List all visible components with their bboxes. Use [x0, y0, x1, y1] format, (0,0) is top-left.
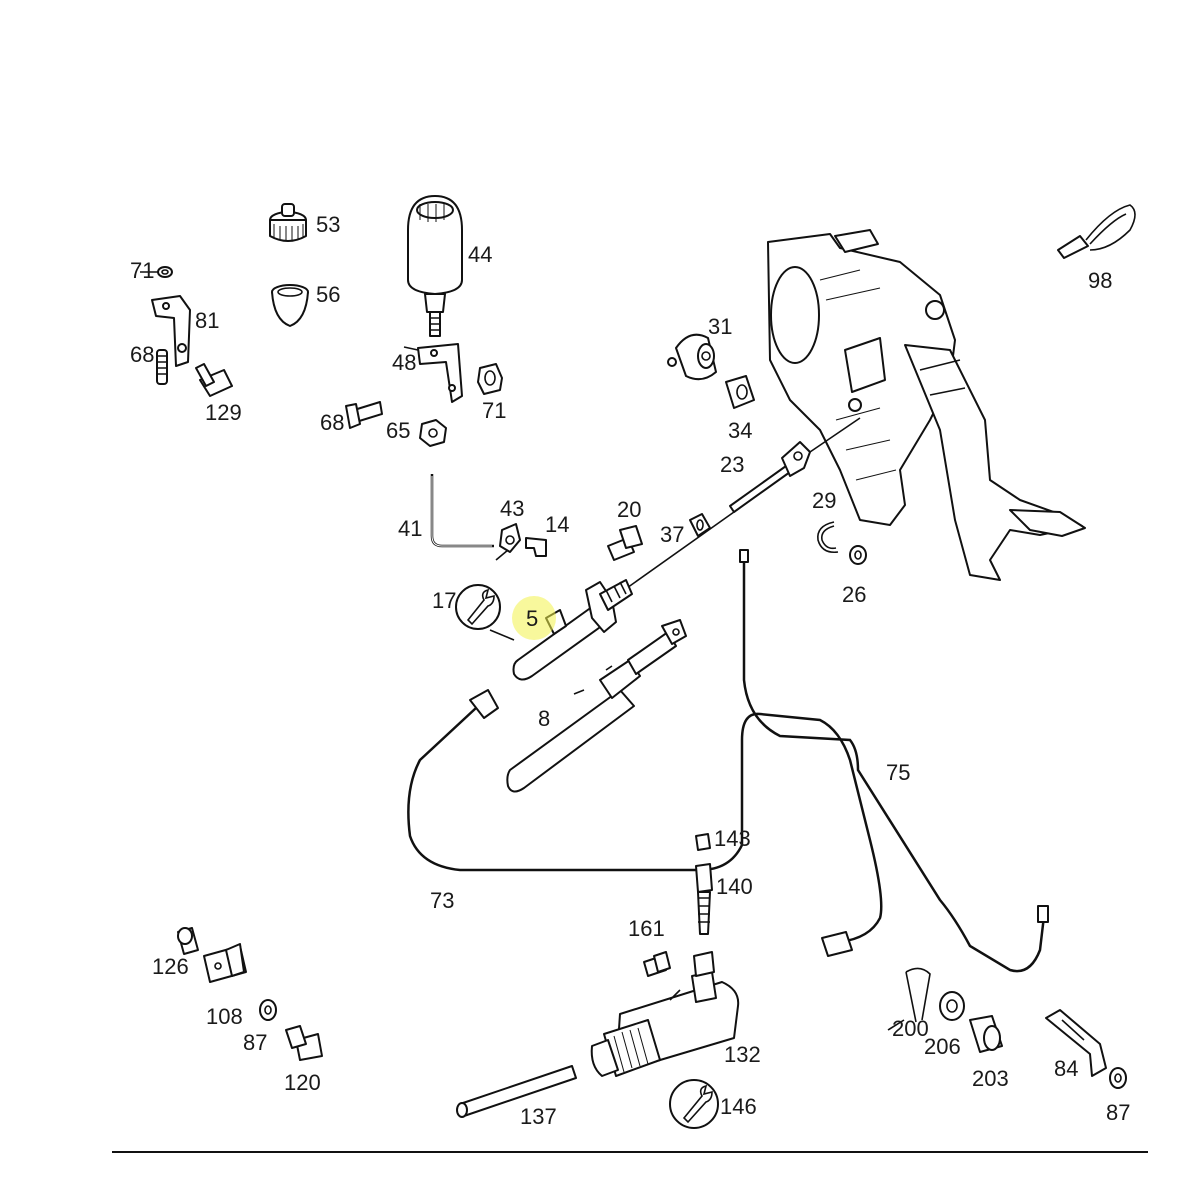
callout-53[interactable]: 53 [316, 212, 340, 237]
callout-161[interactable]: 161 [628, 916, 665, 941]
callout-137[interactable]: 137 [520, 1104, 557, 1129]
callout-206[interactable]: 206 [924, 1034, 961, 1059]
callout-68-bolt[interactable]: 68 [320, 410, 344, 435]
callout-126[interactable]: 126 [152, 954, 189, 979]
highlight-marker [512, 596, 556, 640]
part-87-washer [259, 999, 277, 1021]
part-71-nut [477, 363, 503, 395]
part-81-bracket [151, 295, 191, 367]
part-200-clip [905, 967, 931, 1023]
callout-71-nut[interactable]: 71 [482, 398, 506, 423]
callout-44[interactable]: 44 [468, 242, 492, 267]
part-20-bolt [607, 525, 643, 561]
part-206-washer [939, 991, 965, 1021]
callout-8[interactable]: 8 [538, 706, 550, 731]
part-132-slave-cylinder [590, 971, 740, 1077]
part-53-reservoir-cap [269, 203, 307, 242]
callout-65[interactable]: 65 [386, 418, 410, 443]
part-146-tool-symbol [669, 1079, 719, 1129]
pedal-box-assembly [767, 229, 1086, 581]
part-26-washer [849, 545, 867, 565]
part-5-master-cylinder [489, 579, 633, 681]
part-41-hose [430, 474, 494, 548]
part-68-stud [156, 349, 168, 385]
part-137-pushrod [456, 1065, 577, 1118]
part-87-washer-right [1109, 1067, 1127, 1089]
part-31-bushing [667, 333, 717, 381]
callout-43[interactable]: 43 [500, 496, 524, 521]
part-65-nut [419, 419, 447, 447]
callout-37[interactable]: 37 [660, 522, 684, 547]
callout-26[interactable]: 26 [842, 582, 866, 607]
part-98-cable-tie [1057, 204, 1136, 259]
callout-98[interactable]: 98 [1088, 268, 1112, 293]
part-126-bushing [177, 927, 199, 955]
callout-34[interactable]: 34 [728, 418, 752, 443]
callout-48[interactable]: 48 [392, 350, 416, 375]
callout-129[interactable]: 129 [205, 400, 242, 425]
callout-132[interactable]: 132 [724, 1042, 761, 1067]
callout-41[interactable]: 41 [398, 516, 422, 541]
part-140-bleeder [693, 863, 715, 977]
part-17-tool-symbol [455, 584, 501, 630]
callout-203[interactable]: 203 [972, 1066, 1009, 1091]
part-29-clip [817, 521, 839, 554]
callout-23[interactable]: 23 [720, 452, 744, 477]
callout-146[interactable]: 146 [720, 1094, 757, 1119]
part-73-pipe [407, 689, 883, 957]
part-75-pipe [739, 549, 1049, 973]
callout-71-top-left[interactable]: 71 [130, 258, 154, 283]
callout-68-left[interactable]: 68 [130, 342, 154, 367]
callout-75[interactable]: 75 [886, 760, 910, 785]
part-129-bolt [195, 363, 233, 397]
part-37-bushing [689, 513, 711, 537]
part-120-bolt [285, 1025, 323, 1061]
part-68-bolt [345, 401, 383, 429]
callout-140[interactable]: 140 [716, 874, 753, 899]
callout-56[interactable]: 56 [316, 282, 340, 307]
callout-20[interactable]: 20 [617, 497, 641, 522]
part-56-seal-cup [271, 284, 309, 327]
callout-200[interactable]: 200 [892, 1016, 929, 1041]
callout-29[interactable]: 29 [812, 488, 836, 513]
part-44-fluid-reservoir [407, 195, 463, 337]
callout-14[interactable]: 14 [545, 512, 569, 537]
callout-17[interactable]: 17 [432, 588, 456, 613]
callout-31[interactable]: 31 [708, 314, 732, 339]
part-71-washer [157, 266, 173, 278]
part-48-mount-bracket [417, 343, 463, 403]
callout-73[interactable]: 73 [430, 888, 454, 913]
part-23-pushrod [609, 417, 861, 601]
leader-lines [140, 271, 905, 1031]
callout-81[interactable]: 81 [195, 308, 219, 333]
callout-87-right[interactable]: 87 [1106, 1100, 1130, 1125]
callout-108[interactable]: 108 [206, 1004, 243, 1029]
part-161-bolt [643, 951, 671, 977]
part-8-cylinder-rod [506, 619, 687, 793]
part-203-fitting [969, 1015, 1003, 1053]
callout-143[interactable]: 143 [714, 826, 751, 851]
part-14-elbow-fitting [525, 537, 547, 557]
callout-labels: 53 44 71 81 56 68 129 48 71 68 65 31 34 … [130, 212, 1130, 1129]
part-108-clip [203, 943, 247, 983]
part-43-clamp [499, 523, 521, 553]
part-84-bracket [1045, 1009, 1107, 1077]
part-34-spacer [725, 375, 755, 409]
callout-5[interactable]: 5 [526, 606, 538, 631]
part-143-cap [695, 833, 711, 851]
callout-120[interactable]: 120 [284, 1070, 321, 1095]
callout-87-left[interactable]: 87 [243, 1030, 267, 1055]
callout-84[interactable]: 84 [1054, 1056, 1078, 1081]
